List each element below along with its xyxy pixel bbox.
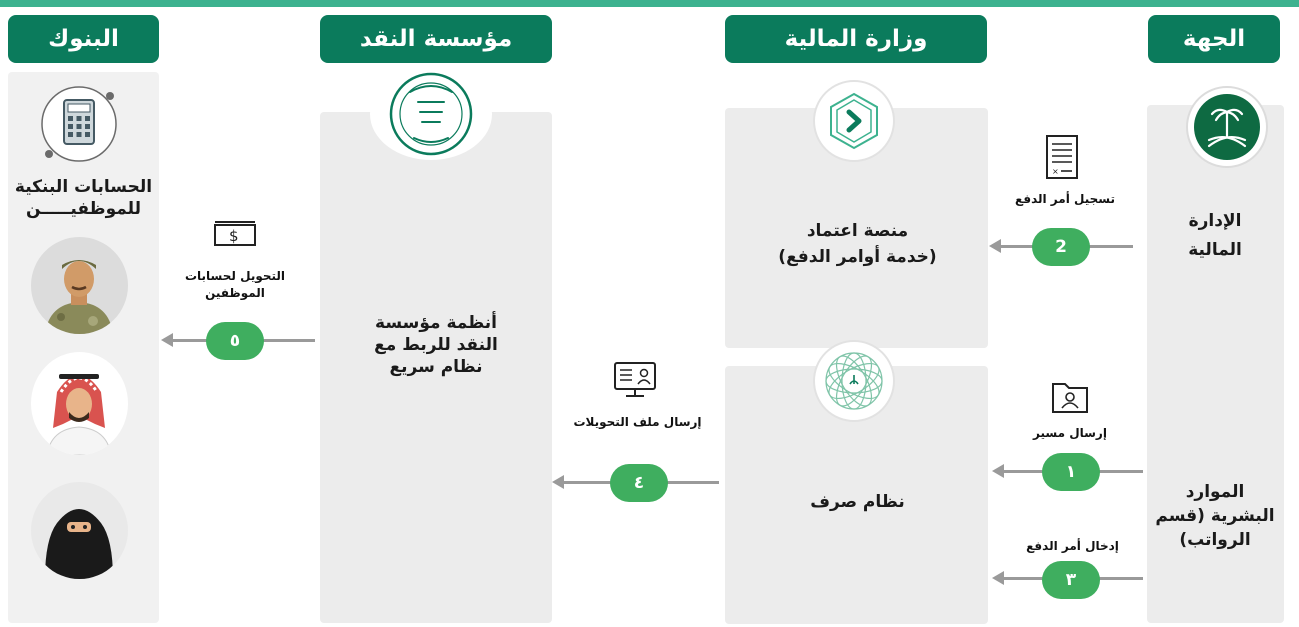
header-banks: البنوك <box>8 15 159 63</box>
banknote-icon: $ <box>212 220 258 254</box>
sama-panel <box>320 112 552 623</box>
send-payroll-label: إرسال مسير <box>1033 426 1107 440</box>
man-ghutra-avatar <box>31 352 128 455</box>
calculator-icon <box>34 82 124 162</box>
svg-text:$: $ <box>229 227 239 245</box>
sarf-logo-icon <box>813 340 895 422</box>
svg-text:×: × <box>1052 167 1059 176</box>
etimad-logo-icon <box>813 80 895 162</box>
arrow-head-step-4 <box>552 475 564 489</box>
step-2-badge: 2 <box>1032 228 1090 266</box>
folder-person-icon <box>1050 376 1090 420</box>
top-accent-bar <box>0 0 1299 7</box>
send-transfer-file-label: إرسال ملف التحويلات <box>573 415 702 429</box>
sama-seal-icon <box>370 68 492 160</box>
arrow-head-step-5 <box>161 333 173 347</box>
arrow-head-step-1 <box>992 464 1004 478</box>
soldier-avatar <box>31 237 128 334</box>
header-entity: الجهة <box>1148 15 1280 63</box>
document-icon: × <box>1045 134 1079 184</box>
header-ministry-of-finance: وزارة المالية <box>725 15 987 63</box>
arrow-head-step-3 <box>992 571 1004 585</box>
step-5-badge: ٥ <box>206 322 264 360</box>
sarf-label: نظام صرف <box>810 492 905 512</box>
finance-admin-label: الإدارة المالية <box>1188 211 1242 260</box>
hr-label: الموارد البشرية (قسم الرواتب) <box>1155 482 1275 550</box>
step-4-badge: ٤ <box>610 464 668 502</box>
enter-payment-label: إدخال أمر الدفع <box>1026 539 1119 553</box>
sama-systems-label: أنظمة مؤسسة النقد للربط مع نظام سريع <box>374 313 498 377</box>
step-1-badge: ١ <box>1042 453 1100 491</box>
bank-accounts-label: الحسابات البنكية للموظفيـــــن <box>14 177 153 219</box>
register-payment-label: تسجيل أمر الدفع <box>1015 192 1115 206</box>
arrow-head-step-2 <box>989 239 1001 253</box>
step-3-badge: ٣ <box>1042 561 1100 599</box>
entity-panel <box>1147 105 1284 623</box>
monitor-person-icon <box>612 360 658 404</box>
header-sama: مؤسسة النقد <box>320 15 552 63</box>
etimad-label: منصة اعتماد (خدمة أوامر الدفع) <box>778 221 937 267</box>
woman-niqab-avatar <box>31 482 128 579</box>
palm-swords-emblem-icon <box>1186 86 1268 168</box>
transfer-accounts-label: التحويل لحسابات الموظفين <box>184 269 286 300</box>
